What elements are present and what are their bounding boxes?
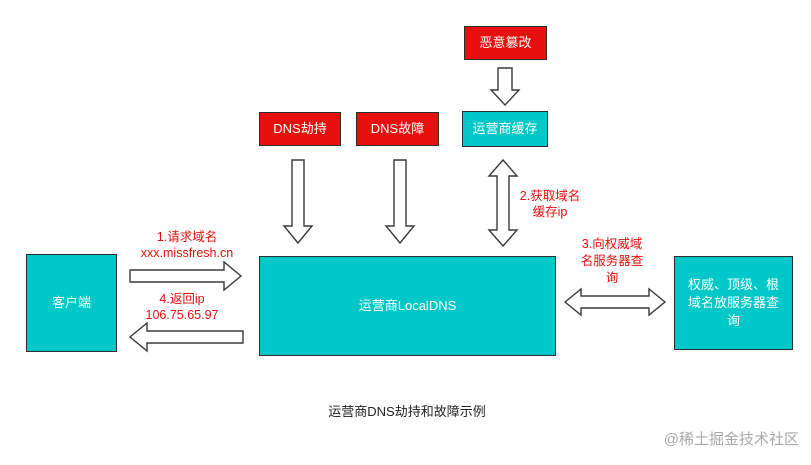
arrow-client-to-localdns (129, 260, 243, 292)
isp-cache-box: 运营商缓存 (462, 111, 548, 147)
query-authoritative-line-1: 3.向权威域 (581, 237, 643, 251)
request-step: 1.请求域名 (156, 230, 218, 244)
authoritative-label-line-3: 询 (726, 313, 740, 328)
arrow-localdns-to-client (128, 321, 244, 353)
return-ip-value: 106.75.65.97 (145, 308, 219, 322)
tamper-label: 恶意篡改 (479, 35, 532, 50)
authoritative-label-line-2: 域名放服务器查 (687, 295, 779, 310)
dns-hijack-box: DNS劫持 (259, 112, 341, 146)
local-dns-label: 运营商LocalDNS (358, 298, 457, 313)
request-annotation: 1.请求域名 xxx.missfresh.cn (132, 229, 242, 261)
dns-fault-box: DNS故障 (356, 112, 439, 146)
local-dns-box: 运营商LocalDNS (259, 256, 556, 356)
authoritative-server-box: 权威、顶级、根 域名放服务器查 询 (674, 256, 793, 350)
client-label: 客户端 (51, 295, 91, 310)
watermark: @稀土掘金技术社区 (663, 431, 799, 448)
tamper-box: 恶意篡改 (464, 26, 547, 60)
arrow-hijack-to-localdns (282, 159, 314, 245)
cache-fetch-line-1: 2.获取域名 (519, 189, 581, 203)
return-ip-step: 4.返回ip (159, 292, 205, 306)
query-authoritative-line-2: 名服务器查 (580, 254, 644, 268)
authoritative-label-line-1: 权威、顶级、根 (687, 277, 779, 292)
dns-hijack-label: DNS劫持 (273, 121, 327, 136)
isp-cache-label: 运营商缓存 (472, 121, 538, 136)
cache-fetch-line-2: 缓存ip (532, 205, 568, 219)
query-authoritative-line-3: 询 (605, 271, 619, 285)
dns-fault-label: DNS故障 (370, 121, 425, 136)
client-box: 客户端 (26, 254, 117, 352)
arrow-tamper-to-cache (489, 67, 521, 107)
request-domain: xxx.missfresh.cn (140, 246, 234, 260)
arrow-localdns-authoritative-bidirectional (563, 287, 667, 317)
return-ip-annotation: 4.返回ip 106.75.65.97 (132, 291, 232, 323)
cache-fetch-annotation: 2.获取域名 缓存ip (512, 188, 588, 220)
query-authoritative-annotation: 3.向权威域 名服务器查 询 (574, 236, 650, 287)
arrow-cache-localdns-bidirectional (487, 158, 519, 248)
arrow-fault-to-localdns (384, 159, 416, 245)
diagram-caption: 运营商DNS劫持和故障示例 (328, 404, 486, 419)
